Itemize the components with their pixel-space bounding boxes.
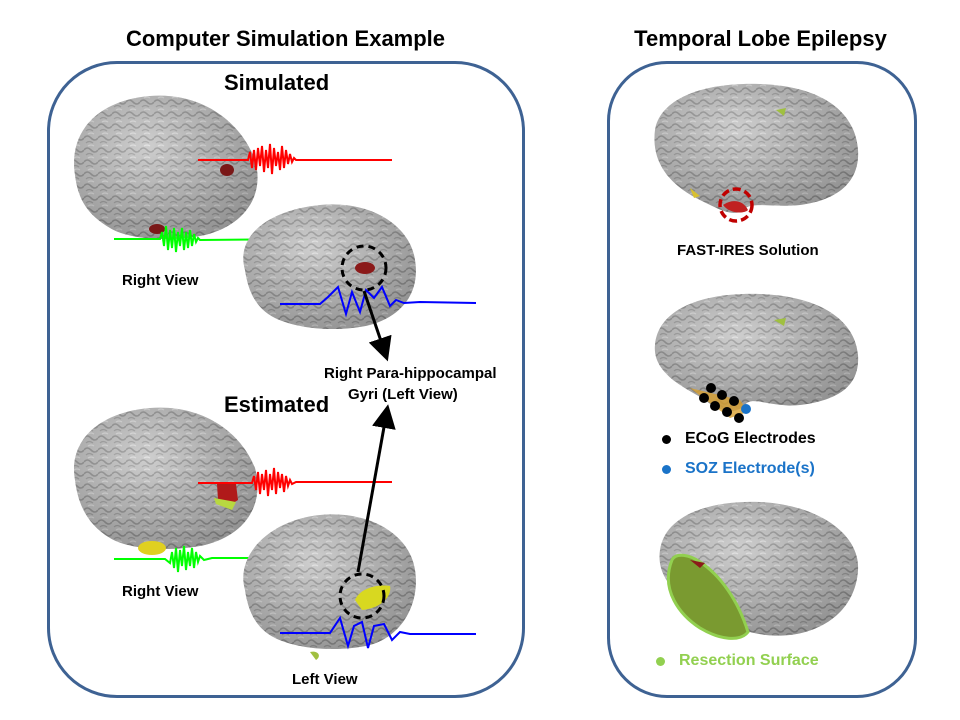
brain-resection bbox=[659, 501, 859, 640]
legend-soz-electrodes: SOZ Electrode(s) bbox=[662, 460, 815, 478]
highlight-circle-simulated bbox=[340, 244, 388, 292]
legend-resection-surface: Resection Surface bbox=[656, 652, 819, 670]
soz-electrode bbox=[741, 404, 751, 414]
left-view-label: Left View bbox=[292, 671, 358, 688]
estimated-source-bottom bbox=[138, 541, 166, 555]
right-view-label-bottom: Right View bbox=[122, 583, 199, 600]
legend-dot-blue bbox=[662, 464, 671, 474]
left-panel bbox=[47, 61, 525, 698]
ecog-electrode bbox=[699, 393, 709, 403]
ecog-electrode bbox=[710, 401, 720, 411]
legend-label: Resection Surface bbox=[679, 652, 819, 669]
signal-red-estimated bbox=[198, 467, 392, 497]
legend-ecog-electrodes: ECoG Electrodes bbox=[662, 430, 816, 448]
simulated-label: Simulated bbox=[224, 70, 330, 95]
signal-blue-simulated bbox=[280, 284, 477, 318]
estimated-source-left bbox=[355, 585, 391, 610]
signal-green-simulated bbox=[114, 225, 306, 253]
simulated-source-bottom bbox=[149, 224, 165, 234]
simulated-source-top bbox=[220, 164, 234, 176]
annotation-line2: Gyri (Left View) bbox=[348, 386, 458, 403]
highlight-circle-estimated bbox=[338, 572, 386, 620]
ecog-electrodes bbox=[699, 383, 751, 423]
signal-blue-estimated bbox=[280, 615, 476, 650]
brain-estimated-left-view bbox=[243, 514, 416, 660]
ecog-electrode bbox=[734, 413, 744, 423]
legend-label: ECoG Electrodes bbox=[685, 430, 816, 447]
simulated-source-left bbox=[355, 262, 375, 274]
brain-simulated-right-view bbox=[74, 95, 258, 240]
estimated-label: Estimated bbox=[224, 392, 330, 417]
right-panel bbox=[607, 61, 917, 698]
fast-ires-label: FAST-IRES Solution bbox=[677, 242, 819, 259]
signal-green-estimated bbox=[114, 545, 305, 573]
ecog-electrode bbox=[722, 407, 732, 417]
ecog-electrode bbox=[717, 390, 727, 400]
legend-label: SOZ Electrode(s) bbox=[685, 460, 815, 477]
right-panel-title: Temporal Lobe Epilepsy bbox=[634, 26, 887, 51]
ecog-electrode bbox=[729, 396, 739, 406]
arrow-from-estimated bbox=[356, 404, 396, 573]
legend-dot-green bbox=[656, 656, 665, 666]
signal-red-simulated bbox=[198, 143, 392, 175]
left-panel-title: Computer Simulation Example bbox=[125, 26, 446, 51]
brain-estimated-right-view bbox=[74, 407, 258, 555]
legend-dot-black bbox=[662, 434, 671, 444]
highlight-circle-fast-ires bbox=[718, 187, 754, 223]
brain-simulated-left-view bbox=[243, 204, 416, 330]
right-view-label-top: Right View bbox=[122, 272, 199, 289]
brain-fast-ires bbox=[654, 83, 859, 213]
arrow-to-annotation bbox=[362, 290, 392, 362]
brain-ecog bbox=[654, 293, 859, 418]
ecog-electrode bbox=[706, 383, 716, 393]
annotation-line1: Right Para-hippocampal bbox=[324, 365, 497, 382]
resection-surface bbox=[666, 553, 750, 640]
